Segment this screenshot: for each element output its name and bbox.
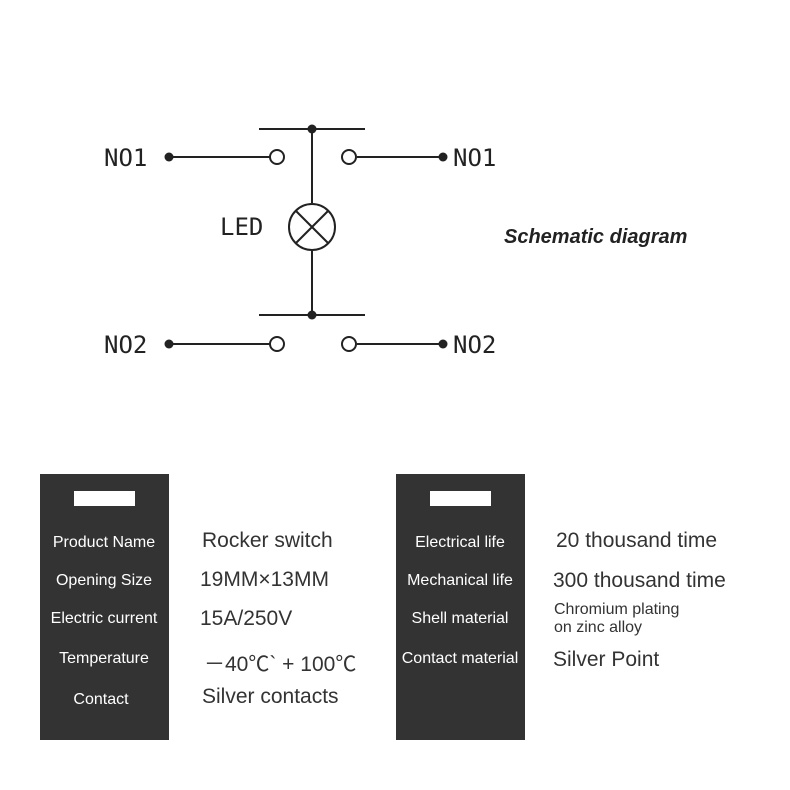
spec-panel-right [396,474,525,740]
diagram-title: Schematic diagram [504,226,688,248]
no1-left-contact [269,149,285,165]
spec-label-shell-material: Shell material [411,610,509,627]
no2-right-label: NO2 [453,331,496,359]
spec-value-mechanical-life: 300 thousand time [553,569,726,592]
panel-header-bar [430,491,491,506]
led-label: LED [220,213,263,241]
spec-value-shell-material-line2: on zinc alloy [554,619,643,636]
no1-left-label: NO1 [104,144,147,172]
spec-label-electrical-life: Electrical life [415,534,505,551]
spec-label-product-name: Product Name [52,534,156,551]
panel-header-bar [74,491,135,506]
no2-right-terminal [438,339,448,349]
spec-value-contact-material: Silver Point [553,648,660,671]
spec-label-temperature: Temperature [59,650,149,667]
spec-value-temperature: －40℃` + 100℃ [204,653,357,676]
spec-label-electric-current: Electric current [50,610,158,627]
junction-bottom [307,310,317,320]
spec-label-contact: Contact [73,691,129,708]
spec-value-product-name: Rocker switch [202,529,333,552]
spec-label-contact-material: Contact material [401,650,519,667]
junction-top [307,124,317,134]
no1-right-label: NO1 [453,144,496,172]
spec-value-electrical-life: 20 thousand time [556,529,718,552]
no2-right-contact [341,336,357,352]
no1-left-terminal [164,152,174,162]
no1-right-contact [341,149,357,165]
spec-label-opening-size: Opening Size [55,572,153,589]
no2-left-label: NO2 [104,331,147,359]
spec-value-electric-current: 15A/250V [200,607,293,630]
spec-value-contact: Silver contacts [202,685,339,708]
no2-left-contact [269,336,285,352]
spec-value-opening-size: 19MM×13MM [200,568,329,591]
schematic-diagram: NO1 NO1 NO2 NO2 LED [104,124,496,359]
spec-value-shell-material-line1: Chromium plating [554,601,680,618]
spec-label-mechanical-life: Mechanical life [407,572,513,589]
led-lamp-icon [288,203,336,251]
spec-panel-left [40,474,169,740]
no1-right-terminal [438,152,448,162]
no2-left-terminal [164,339,174,349]
